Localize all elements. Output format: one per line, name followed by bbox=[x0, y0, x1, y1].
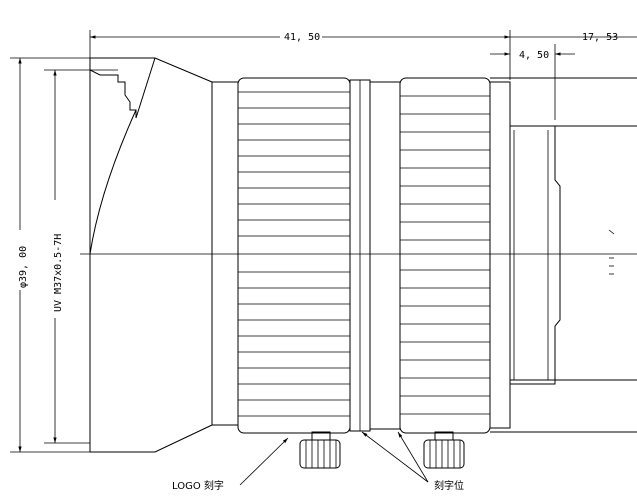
right-length-label: 17, 53 bbox=[582, 32, 618, 43]
dimension-overall-length: 41, 50 bbox=[89, 30, 511, 80]
iris-ring bbox=[399, 77, 491, 434]
logo-engraving-label: LOGO 刻字 bbox=[172, 479, 224, 492]
engraving-position-callout: 刻字位 bbox=[361, 431, 464, 492]
dimension-flange-width: 4, 50 bbox=[490, 44, 575, 120]
rear-flange bbox=[489, 77, 637, 433]
focus-ring bbox=[237, 77, 351, 434]
flange-width-label: 4, 50 bbox=[519, 50, 549, 61]
right-edge-marks bbox=[608, 229, 615, 275]
focus-lock-screw bbox=[299, 431, 341, 469]
iris-lock-screw bbox=[423, 431, 465, 469]
diameter-label: φ39, 00 bbox=[18, 246, 29, 288]
engraving-position-label: 刻字位 bbox=[434, 479, 464, 492]
overall-length-label: 41, 50 bbox=[284, 32, 320, 43]
rear-mount bbox=[509, 125, 637, 385]
center-band bbox=[349, 79, 401, 432]
dimension-filter-thread: UV M37x0.5-7H bbox=[44, 69, 118, 444]
logo-engraving-callout: LOGO 刻字 bbox=[172, 437, 289, 492]
filter-thread-label: UV M37x0.5-7H bbox=[53, 234, 64, 312]
front-barrel bbox=[89, 57, 213, 453]
dimension-diameter: φ39, 00 bbox=[10, 57, 90, 453]
dimension-right-length: 17, 53 bbox=[510, 32, 637, 43]
body-spacer bbox=[211, 81, 239, 426]
